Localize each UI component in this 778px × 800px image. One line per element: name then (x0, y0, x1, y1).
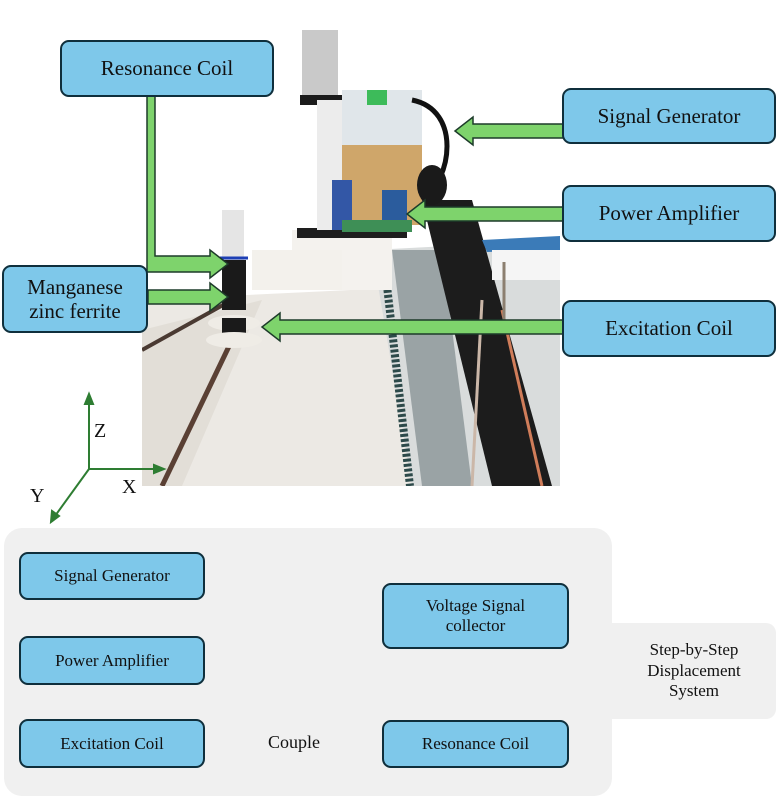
axis-label-x: X (122, 476, 137, 498)
side-label-line1: Step-by-Step (649, 640, 739, 660)
side-label-line3: System (668, 681, 720, 701)
callout-ferrite-line2: zinc ferrite (29, 299, 121, 323)
couple-label: Couple (268, 732, 320, 752)
callout-signal-generator-label: Signal Generator (597, 103, 741, 128)
callout-power-amplifier: Power Amplifier (562, 185, 776, 242)
axis-label-y: Y (30, 485, 45, 507)
callout-manganese-zinc-ferrite: Manganese zinc ferrite (2, 265, 148, 333)
side-label-line2: Displacement (647, 660, 741, 680)
callout-excitation-coil: Excitation Coil (562, 300, 776, 357)
flow-collector-line1: Voltage Signal (425, 596, 526, 616)
callout-signal-generator: Signal Generator (562, 88, 776, 144)
flow-box-excitation-coil: Excitation Coil (19, 719, 205, 768)
step-by-step-displacement-system-label: Step-by-Step Displacement System (612, 623, 776, 719)
callout-resonance-coil: Resonance Coil (60, 40, 274, 97)
callout-ferrite-line1: Manganese (27, 274, 123, 299)
callout-excitation-coil-label: Excitation Coil (605, 316, 733, 341)
axis-label-z: Z (94, 420, 107, 442)
callout-power-amplifier-label: Power Amplifier (598, 201, 740, 226)
flow-excitation-coil-label: Excitation Coil (60, 733, 164, 753)
flow-box-voltage-signal-collector: Voltage Signal collector (382, 583, 569, 649)
flow-resonance-coil-label: Resonance Coil (421, 734, 530, 754)
flow-power-amplifier-label: Power Amplifier (55, 650, 169, 670)
flow-box-power-amplifier: Power Amplifier (19, 636, 205, 685)
flow-box-signal-generator: Signal Generator (19, 552, 205, 600)
flow-collector-line2: collector (445, 616, 506, 635)
flow-box-resonance-coil: Resonance Coil (382, 720, 569, 768)
callout-resonance-coil-label: Resonance Coil (100, 56, 234, 81)
flow-signal-generator-label: Signal Generator (54, 566, 170, 586)
